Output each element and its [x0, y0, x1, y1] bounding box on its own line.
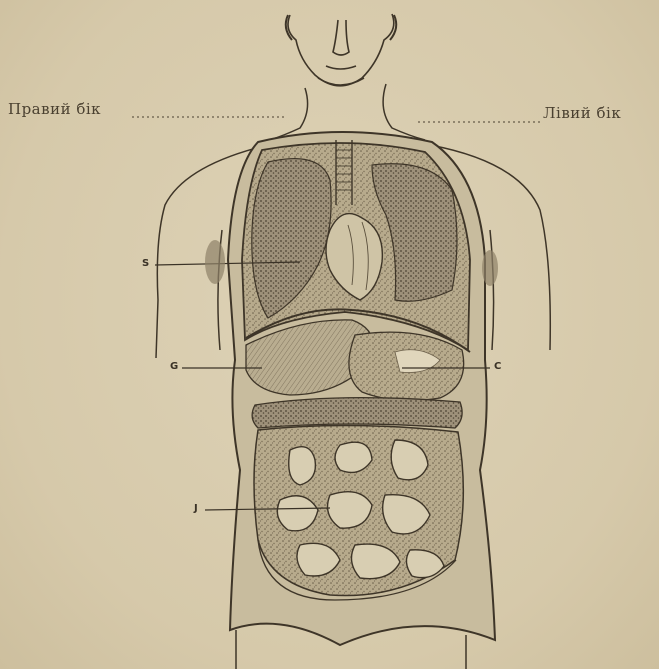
right-side-label: Правий бік — [8, 100, 101, 118]
callout-intestines: J — [194, 503, 198, 514]
transverse-colon — [252, 398, 462, 428]
side-leaders — [132, 117, 540, 122]
head — [286, 14, 397, 86]
left-side-label: Лівий бік — [543, 104, 621, 122]
intestine-loops — [277, 440, 444, 579]
callout-lung: S — [142, 258, 149, 269]
callout-liver: G — [170, 361, 178, 372]
callout-stomach: C — [494, 361, 501, 372]
